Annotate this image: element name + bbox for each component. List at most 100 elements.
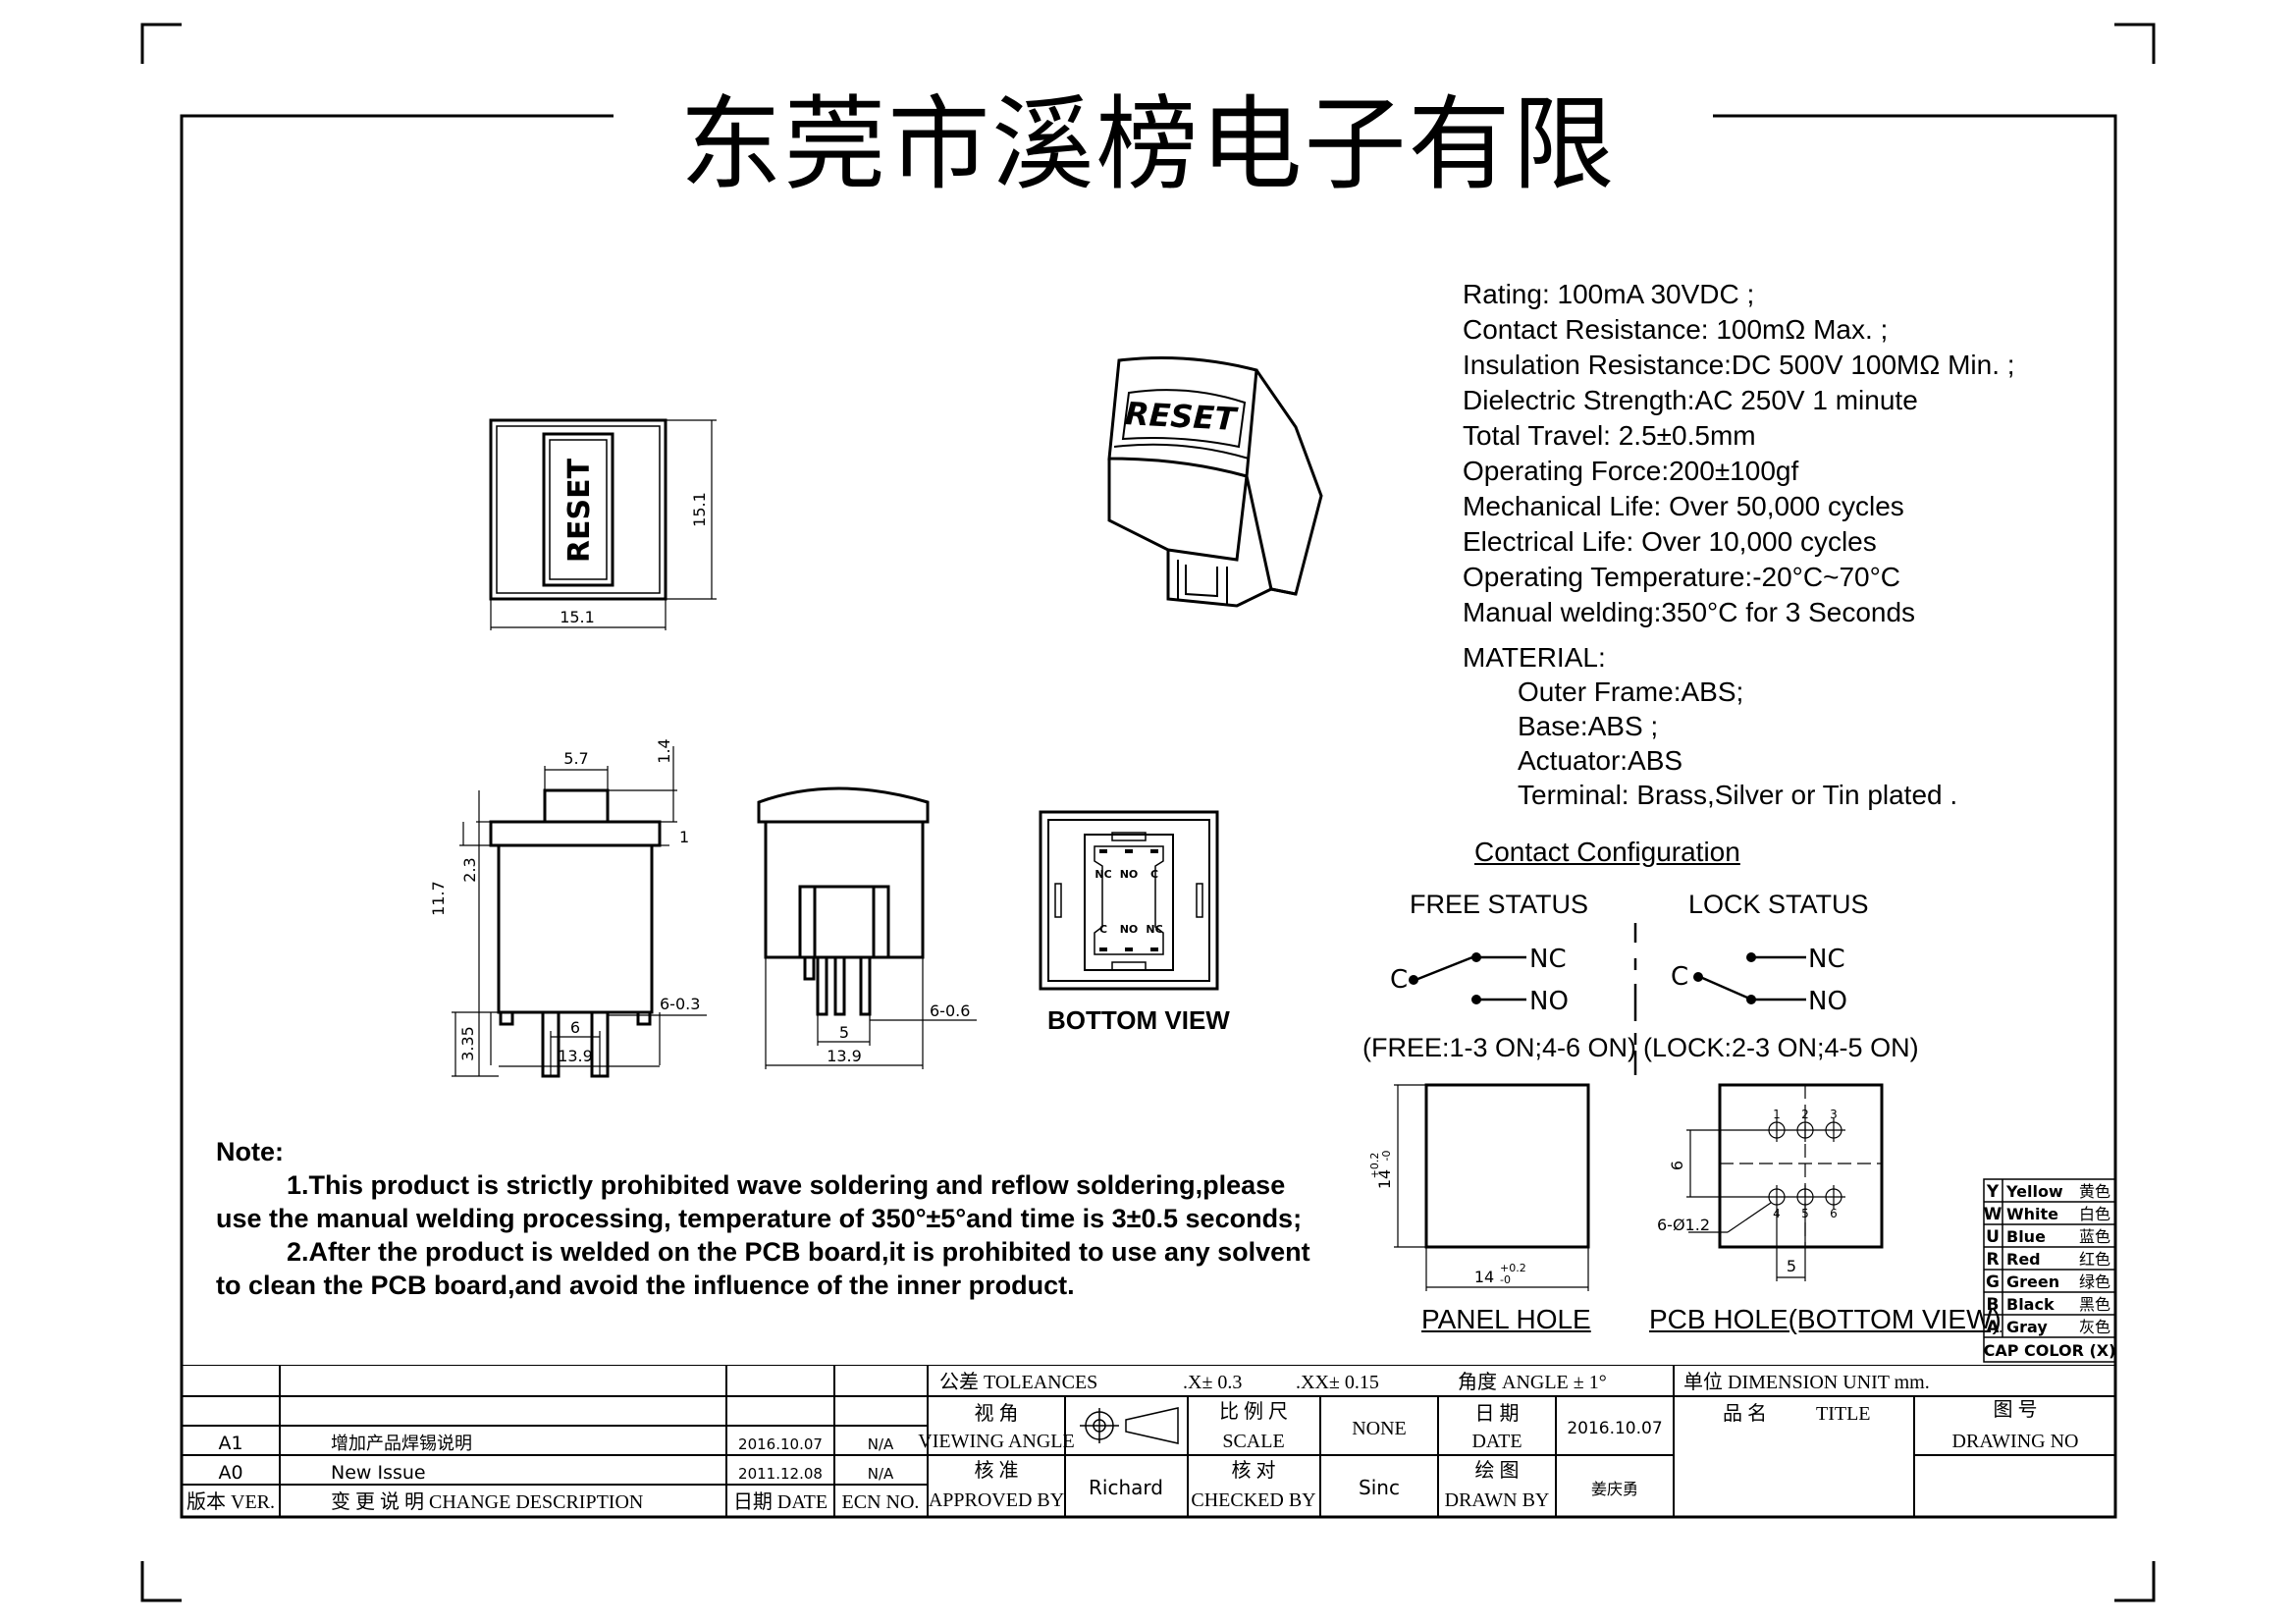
note-block: Note: 1.This product is strictly prohibi… [216,1135,1364,1302]
spec-total-travel: Total Travel: 2.5±0.5mm [1463,420,1756,451]
note-line-4: to clean the PCB board,and avoid the inf… [216,1271,1075,1300]
top-view-reset-label: RESET [562,458,597,563]
pcb-pin-4: 4 [1773,1207,1781,1220]
front-pin-thick-dim: 6-0.3 [660,995,700,1013]
viewing-angle-icon [1080,1407,1179,1444]
cap-cn-blue: 蓝色 [2079,1227,2110,1246]
cap-cn-yellow: 黄色 [2079,1182,2110,1201]
cap-code-r: R [1986,1250,1999,1270]
front-view-drawing: 5.7 1.4 1 11.7 2.3 3.35 6 6-0.3 13.9 [429,738,707,1078]
tb-hdr-date: 日期 DATE [733,1491,828,1513]
cap-en-gray: Gray [2006,1318,2048,1336]
tb-drawn-en: DRAWN BY [1445,1489,1550,1511]
contact-config-heading: Contact Configuration [1474,837,1740,867]
tb-date-a0: 2011.12.08 [738,1465,823,1483]
cap-code-w: W [1984,1205,2002,1224]
company-title: 东莞市溪榜电子有限 [679,84,1617,204]
top-height-dim: 15.1 [690,492,709,527]
material-list: MATERIAL: Outer Frame:ABS; Base:ABS ; Ac… [1463,640,1957,812]
tb-desc-a0: New Issue [331,1462,426,1484]
material-terminal: Terminal: Brass,Silver or Tin plated . [1518,780,1958,810]
tb-tol-x: .X± 0.3 [1183,1372,1242,1393]
tb-rev-a1: A1 [218,1433,242,1454]
front-cap-width-dim: 5.7 [563,749,588,768]
panel-width-tol-dn: -0 [1500,1273,1511,1286]
tb-drawing-cn: 图 号 [1994,1399,2038,1421]
material-heading: MATERIAL: [1463,642,1606,673]
note-line-2: use the manual welding processing, tempe… [216,1204,1303,1233]
tb-tol-xx: .XX± 0.15 [1296,1372,1379,1393]
tb-ecn-a1: N/A [868,1435,894,1453]
panel-width-dim: 14 [1474,1268,1494,1286]
spec-electrical-life: Electrical Life: Over 10,000 cycles [1463,526,1877,557]
front-pin-pitch-dim: 6 [570,1018,580,1037]
specs-list: Rating: 100mA 30VDC ; Contact Resistance… [1463,277,2015,630]
material-base: Base:ABS ; [1518,711,1659,741]
pcb-hole-label: PCB HOLE(BOTTOM VIEW) [1649,1304,2002,1334]
tb-hdr-ver: 版本 VER. [187,1490,275,1513]
tb-scale-val: NONE [1352,1418,1407,1439]
title-block: 公差 TOLEANCES .X± 0.3 .XX± 0.15 角度 ANGLE … [182,1365,2116,1517]
bottom-view-label: BOTTOM VIEW [1047,1005,1230,1035]
tb-desc-a1: 增加产品焊锡说明 [331,1434,472,1454]
front-one-dim: 1 [679,828,689,846]
pcb-row-pitch-dim: 6 [1668,1161,1686,1170]
bv-top-c: C [1150,868,1158,881]
note-heading: Note: [216,1137,284,1166]
bv-bot-nc: NC [1146,923,1162,936]
tb-angle: 角度 ANGLE ± 1° [1458,1371,1607,1393]
top-view-drawing: RESET 15.1 15.1 [489,418,717,630]
cap-color-footer: CAP COLOR (X) [1984,1341,2116,1360]
tb-approved-cn: 核 准 [975,1459,1019,1482]
cap-en-red: Red [2006,1250,2041,1269]
cap-code-g: G [1986,1272,2000,1292]
tb-checked-en: CHECKED BY [1191,1489,1315,1511]
bv-bot-c: C [1099,923,1107,936]
cap-code-u: U [1986,1227,2000,1247]
lock-no-label: NO [1808,987,1847,1016]
tb-drawing-en: DRAWING NO [1952,1431,2079,1452]
bv-top-nc: NC [1095,868,1111,881]
cap-en-white: White [2006,1205,2058,1223]
tb-rev-a0: A0 [218,1462,242,1484]
tb-viewing-en: VIEWING ANGLE [918,1431,1074,1452]
free-no-label: NO [1529,987,1569,1016]
front-bottom-dim [499,1065,660,1067]
material-actuator: Actuator:ABS [1518,745,1683,776]
tb-approved-val: Richard [1089,1476,1163,1499]
tb-date-cn: 日 期 [1475,1403,1520,1425]
tb-date-val: 2016.10.07 [1567,1419,1662,1438]
cap-cn-green: 绿色 [2079,1272,2110,1291]
spec-operating-force: Operating Force:200±100gf [1463,456,1799,486]
front-335-dim: 3.35 [458,1026,477,1061]
cap-color-table: Y Yellow 黄色 W White 白色 U Blue 蓝色 R Red 红… [1983,1178,2116,1363]
material-outer-frame: Outer Frame:ABS; [1518,677,1744,707]
tb-hdr-ecn: ECN NO. [842,1491,920,1513]
cap-code-y: Y [1986,1182,2000,1202]
contact-schematic: C NC NO C NC NO [1390,923,1847,1075]
note-line-3: 2.After the product is welded on the PCB… [287,1237,1310,1267]
tb-drawn-cn: 绘 图 [1475,1459,1520,1482]
front-height-dim: 11.7 [429,881,448,916]
panel-height-dim: 14 [1375,1169,1394,1189]
panel-height-tol-up: +0.2 [1368,1153,1381,1179]
spec-mechanical-life: Mechanical Life: Over 50,000 cycles [1463,491,1904,521]
tb-ecn-a0: N/A [868,1465,894,1483]
note-line-1: 1.This product is strictly prohibited wa… [287,1170,1286,1200]
tb-tolerances: 公差 TOLEANCES [939,1371,1097,1393]
lock-nc-label: NC [1808,945,1845,974]
front-width-dim: 13.9 [558,1047,593,1065]
spec-operating-temperature: Operating Temperature:-20°C~70°C [1463,562,1901,592]
tb-title-en: TITLE [1816,1403,1871,1425]
cap-code-a: A [1986,1318,2000,1337]
panel-hole-drawing: 14 +0.2 -0 14 +0.2 -0 [1368,1083,1590,1291]
cap-code-b: B [1987,1295,2000,1315]
spec-manual-welding: Manual welding:350°C for 3 Seconds [1463,597,1916,627]
lock-c-label: C [1671,962,1688,992]
side-view-drawing: 5 6-0.6 13.9 [757,786,977,1069]
free-nc-label: NC [1529,945,1567,974]
spec-rating: Rating: 100mA 30VDC ; [1463,279,1755,309]
side-pin-thick-dim: 6-0.6 [930,1001,970,1020]
bottom-view-drawing: NC NO C C NO NC [1039,810,1219,991]
cap-en-yellow: Yellow [2005,1182,2063,1201]
